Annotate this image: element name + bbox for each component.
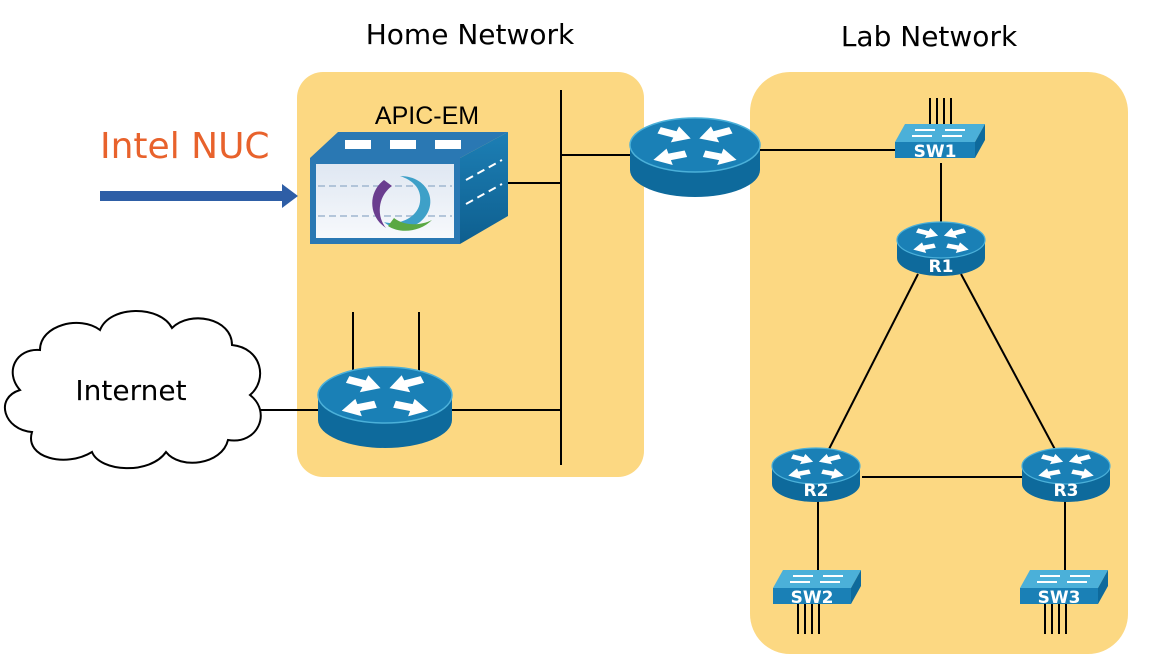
intel-nuc-label: Intel NUC <box>100 126 270 167</box>
gateway-router-icon <box>629 117 761 197</box>
switch-sw3-icon <box>1020 570 1108 604</box>
sw1-port-ticks <box>929 98 952 124</box>
r1-to-r2-link <box>825 273 919 456</box>
switch-sw1-label: SW1 <box>914 142 957 162</box>
switch-sw2-label: SW2 <box>791 588 834 608</box>
r1-to-r3-link <box>960 273 1059 456</box>
lab-network-title: Lab Network <box>841 20 1018 53</box>
router-r3-label: R3 <box>1054 481 1079 501</box>
router-r1-icon <box>896 221 986 276</box>
intel-nuc-arrow-icon <box>100 184 298 208</box>
apic-em-server-icon <box>310 132 508 244</box>
router-r2-icon <box>771 447 861 502</box>
router-r3-icon <box>1021 447 1111 502</box>
switch-sw3-label: SW3 <box>1038 588 1081 608</box>
sw3-port-ticks <box>1044 604 1067 634</box>
sw2-port-ticks <box>797 604 820 634</box>
apic-em-title: APIC-EM <box>375 102 479 130</box>
home-router-icon <box>317 366 453 448</box>
router-r1-label: R1 <box>929 257 954 277</box>
switch-sw1-icon <box>895 124 985 158</box>
router-r2-label: R2 <box>804 481 829 501</box>
internet-label: Internet <box>75 374 186 407</box>
switch-sw2-icon <box>773 570 861 604</box>
internet-cloud-icon <box>3 310 262 470</box>
home-network-title: Home Network <box>366 18 575 51</box>
lab-network-zone <box>750 72 1128 654</box>
